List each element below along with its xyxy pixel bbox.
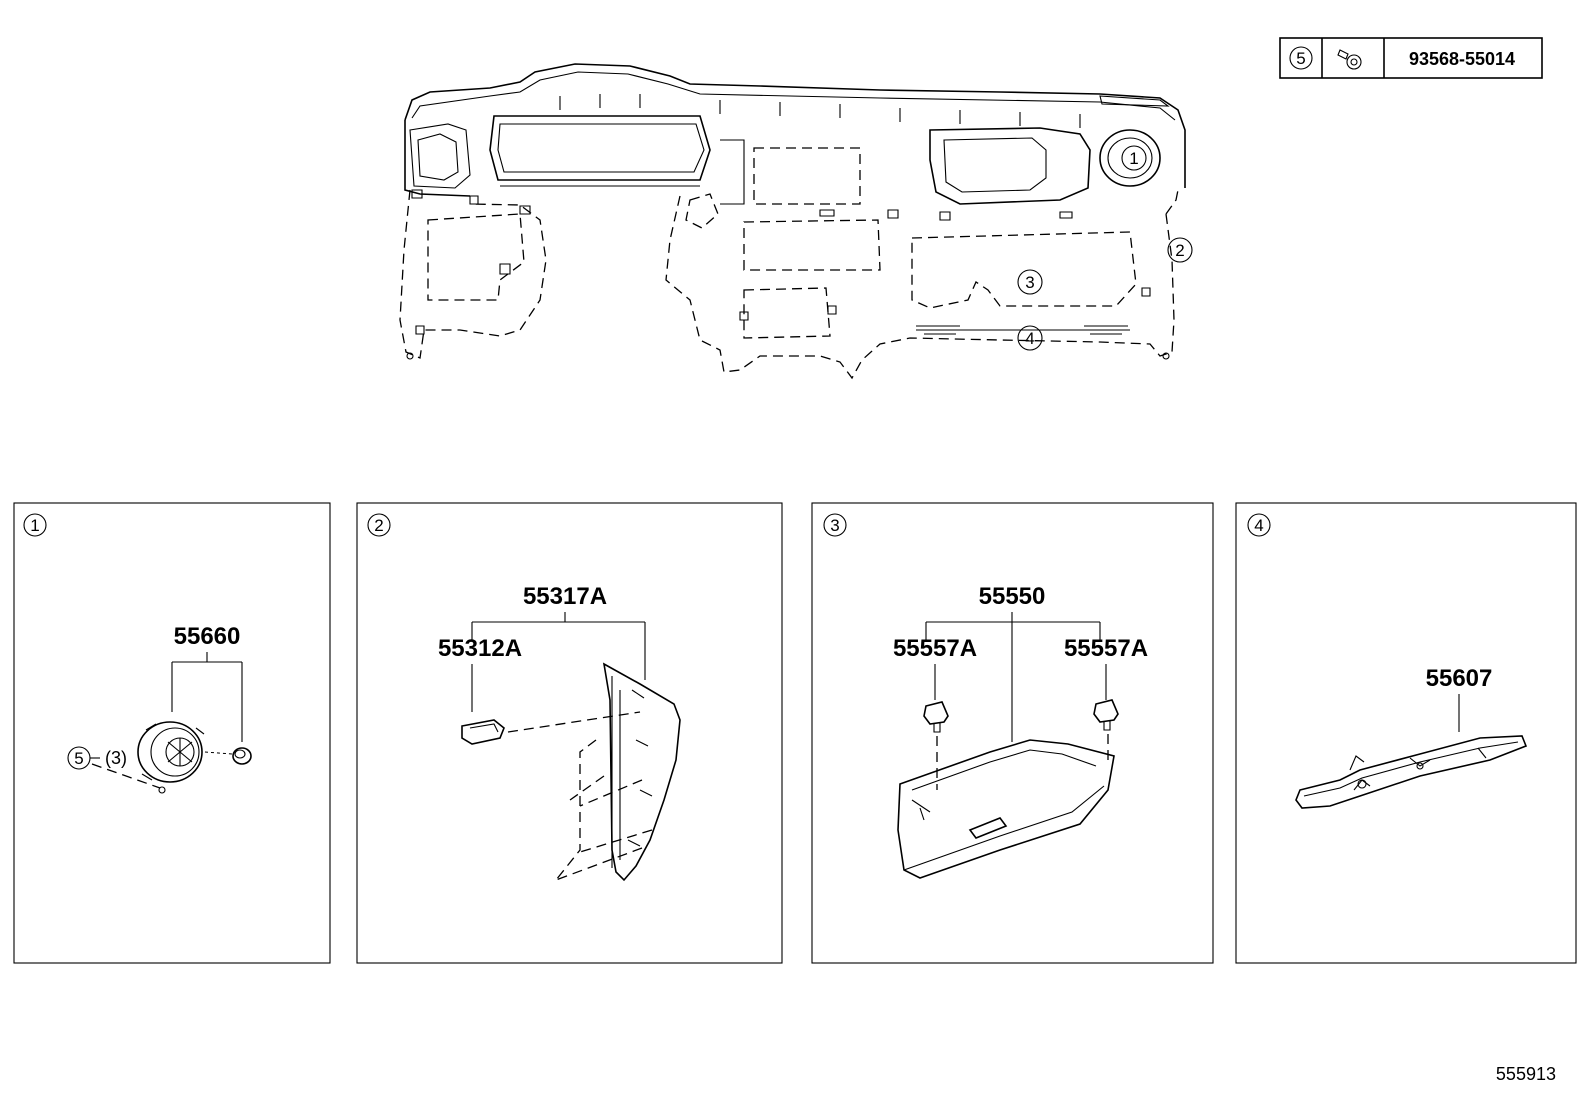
instrument-panel-overview: 1 2 3 4	[399, 63, 1193, 380]
panel-4: 4 55607	[1235, 502, 1577, 964]
part-label-55660: 55660	[174, 623, 241, 650]
part-label-55317A: 55317A	[523, 583, 607, 610]
fastener-table: 5 93568-55014	[1279, 37, 1543, 79]
part-label-55607: 55607	[1426, 665, 1493, 692]
overview-callout-1: 1	[1129, 149, 1138, 168]
clip-nut	[232, 747, 252, 765]
bracket-55312A	[461, 719, 505, 745]
panel-1-sub-callout: 5	[74, 749, 83, 768]
reinforcement-55607	[1295, 735, 1528, 809]
glove-box-55550	[897, 739, 1115, 879]
overview-callout-3: 3	[1025, 273, 1034, 292]
vent-register	[137, 721, 205, 783]
panel-1-qty: (3)	[105, 748, 127, 768]
part-label-55550: 55550	[979, 583, 1046, 610]
overview-callout-4: 4	[1025, 329, 1034, 348]
fastener-callout: 5	[1296, 49, 1305, 68]
side-panel-55317A	[602, 662, 681, 882]
panel-4-callout: 4	[1254, 516, 1263, 535]
part-label-55557A-right: 55557A	[1064, 635, 1148, 662]
drawing-id: 555913	[1496, 1064, 1556, 1084]
panel-3-callout: 3	[830, 516, 839, 535]
panel-1-callout: 1	[30, 516, 39, 535]
overview-callout-2: 2	[1175, 241, 1184, 260]
part-label-55557A-left: 55557A	[893, 635, 977, 662]
panel-2: 2 55317A 55312A	[356, 502, 783, 964]
stopper-left	[923, 701, 949, 733]
part-label-55312A: 55312A	[438, 635, 522, 662]
fastener-part-number: 93568-55014	[1409, 49, 1515, 69]
stopper-right	[1093, 699, 1119, 731]
panel-2-callout: 2	[374, 516, 383, 535]
bolt-icon	[1337, 49, 1362, 70]
callout-circle	[1289, 46, 1313, 70]
panel-3: 3 55550 55557A 55557A	[811, 502, 1214, 964]
panel-1: 1 55660 5 (3)	[13, 502, 331, 964]
